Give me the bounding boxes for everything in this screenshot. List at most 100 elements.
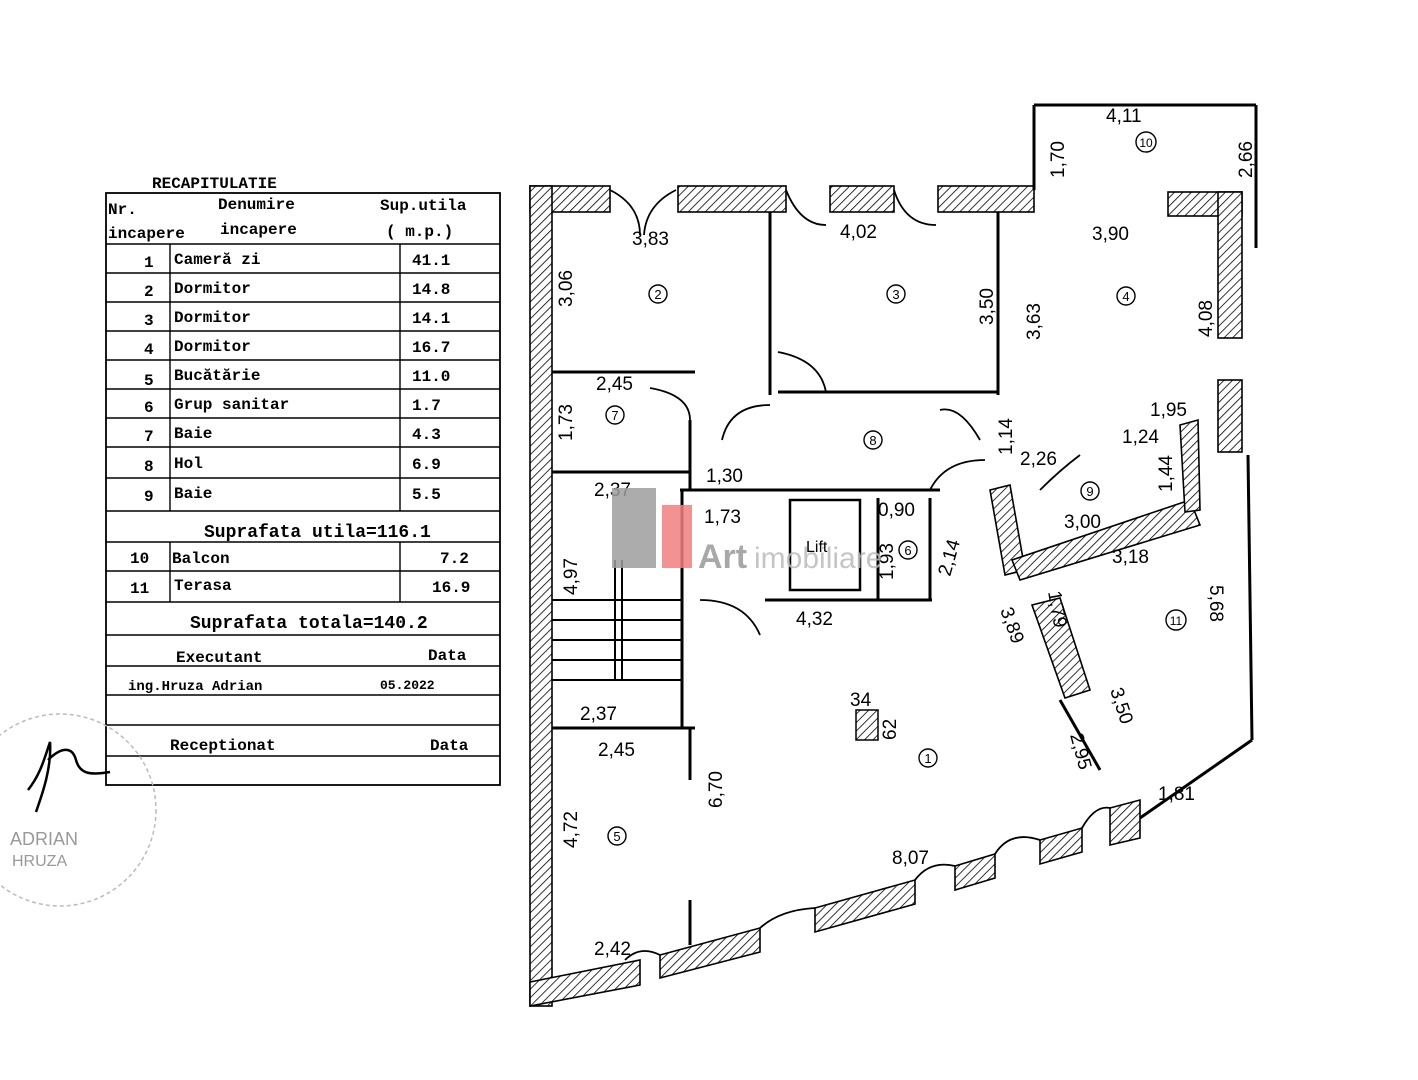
- table-grid-lines: [106, 243, 500, 757]
- dimension-label: 3,18: [1112, 547, 1149, 568]
- dimension-label: 1,30: [706, 466, 743, 487]
- room-nr: 10: [130, 550, 149, 568]
- dimension-label: 3,63: [1024, 303, 1045, 340]
- dimension-label: 4,11: [1106, 106, 1142, 127]
- room-name: Hol: [174, 455, 203, 473]
- dimension-label: 3,00: [1064, 512, 1101, 533]
- room-area: 7.2: [440, 550, 469, 568]
- room-area: 14.8: [412, 281, 450, 299]
- room-marker: 6: [904, 543, 911, 558]
- interior-walls: [552, 103, 1258, 945]
- extra-rows: 10 Balcon 7.2 11 Terasa 16.9: [130, 550, 470, 598]
- dimension-label: 2,45: [596, 374, 633, 395]
- dimension-label: 34: [850, 690, 872, 711]
- door-swings: [609, 189, 1111, 961]
- dimension-label: 2,37: [580, 704, 617, 725]
- room-marker: 4: [1122, 289, 1129, 304]
- useful-area-total: Suprafata utila=116.1: [204, 523, 431, 543]
- room-name: Balcon: [172, 550, 230, 568]
- room-area: 16.9: [432, 579, 470, 597]
- dimension-label: 8,07: [892, 848, 929, 869]
- lift-shaft: [788, 498, 862, 592]
- room-area: 1.7: [412, 397, 441, 415]
- header-incapere: incapere: [108, 225, 185, 243]
- room-nr: 6: [144, 399, 154, 417]
- table-title: RECAPITULATIE: [152, 175, 277, 193]
- room-marker: 5: [613, 829, 620, 844]
- executant-data-label: Data: [428, 647, 467, 665]
- lift-label: Lift: [806, 539, 828, 556]
- room-rows: 1 Cameră zi 41.1 2 Dormitor 14.8 3 Dormi…: [144, 251, 450, 506]
- dimension-label: 3,89: [995, 605, 1027, 647]
- dimension-label: 1,44: [1156, 455, 1177, 492]
- room-marker: 3: [892, 287, 899, 302]
- executant-date: 05.2022: [380, 678, 435, 693]
- dimension-label: 6,70: [706, 771, 727, 808]
- column: [855, 709, 879, 741]
- table-frame: [105, 192, 501, 786]
- header-denumire: Denumire: [218, 196, 295, 214]
- room-name: Dormitor: [174, 280, 251, 298]
- room-area: 16.7: [412, 339, 450, 357]
- dimension-label: 4,72: [561, 811, 582, 848]
- room-nr: 1: [144, 254, 154, 272]
- dimension-label: 4,02: [840, 222, 877, 243]
- dimension-label: 0,90: [878, 500, 915, 521]
- dimension-label: 2,42: [594, 939, 631, 960]
- dimension-label: 3,50: [1105, 685, 1136, 727]
- dimension-label: 1,70: [1048, 141, 1069, 178]
- header-denumire-incapere: incapere: [220, 221, 297, 239]
- dimension-label: 2,95: [1065, 731, 1095, 772]
- room-marker: 2: [654, 287, 661, 302]
- room-name: Baie: [174, 485, 212, 503]
- receptionat-label: Receptionat: [170, 737, 276, 755]
- dimension-label: 1,95: [1150, 400, 1187, 421]
- room-area: 4.3: [412, 426, 441, 444]
- room-nr: 4: [144, 341, 154, 359]
- total-area: Suprafata totala=140.2: [190, 614, 428, 634]
- dimension-label: 4,97: [561, 558, 582, 595]
- dimension-label: 4,08: [1196, 300, 1217, 337]
- room-area: 11.0: [412, 368, 450, 386]
- summary-table: RECAPITULATIE Nr.: [105, 175, 501, 786]
- room-marker: 8: [869, 433, 876, 448]
- room-nr: 7: [144, 428, 154, 446]
- room-marker: 7: [611, 408, 618, 423]
- room-marker: 11: [1170, 614, 1183, 628]
- watermark-logo: Art imobiliare: [612, 488, 882, 576]
- outer-walls: [529, 185, 1243, 1007]
- header-nr: Nr.: [108, 201, 137, 219]
- room-area: 5.5: [412, 486, 441, 504]
- dimension-label: 2,45: [598, 740, 635, 761]
- room-nr: 11: [130, 580, 149, 598]
- header-mp: ( m.p.): [386, 223, 453, 241]
- dimension-label: 3,50: [977, 288, 998, 325]
- dimension-label: 1,14: [996, 418, 1017, 455]
- dimension-label: 3,06: [556, 270, 577, 307]
- room-name: Cameră zi: [174, 251, 260, 269]
- dimension-label: 1,81: [1158, 784, 1195, 805]
- dimension-label: 1,73: [556, 404, 577, 441]
- signature-mark: [27, 741, 111, 813]
- dimension-label: 5,68: [1205, 585, 1226, 622]
- room-nr: 3: [144, 312, 154, 330]
- room-nr: 5: [144, 372, 154, 390]
- room-name: Terasa: [174, 577, 232, 595]
- stamp-line1: ADRIAN: [10, 829, 78, 849]
- dimension-label: 1,73: [704, 507, 741, 528]
- dimension-label: 1,93: [877, 543, 898, 580]
- room-marker: 10: [1139, 136, 1153, 150]
- header-sup-utila: Sup.utila: [380, 197, 467, 215]
- watermark-brand: Art: [698, 538, 747, 576]
- dimension-label: 62: [880, 719, 901, 740]
- room-marker: 1: [924, 751, 931, 766]
- dimension-label: 4,32: [796, 609, 833, 630]
- room-nr: 2: [144, 283, 154, 301]
- room-area: 6.9: [412, 456, 441, 474]
- room-area: 41.1: [412, 252, 450, 270]
- room-marker: 9: [1086, 484, 1093, 499]
- dimension-label: 3,83: [632, 229, 669, 250]
- receptionat-data-label: Data: [430, 737, 469, 755]
- room-name: Bucătărie: [174, 367, 260, 385]
